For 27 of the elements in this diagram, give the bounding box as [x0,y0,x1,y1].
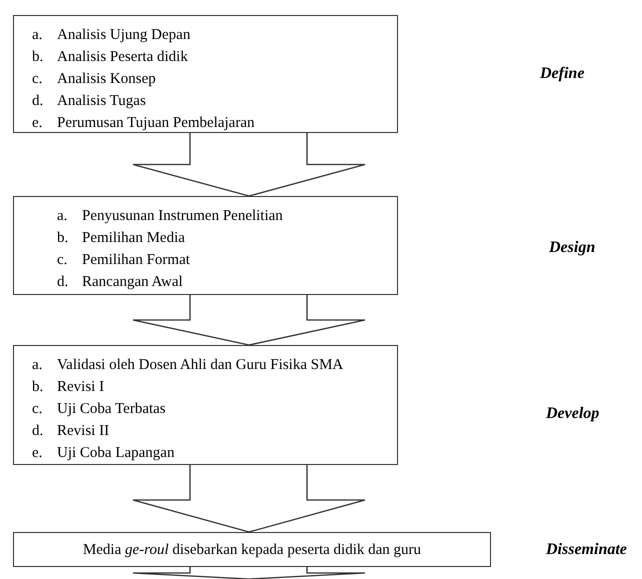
list-item: a. Validasi oleh Dosen Ahli dan Guru Fisika SMA [32,356,344,375]
phase-label: Define [540,64,584,84]
list-item: b. Revisi I [32,378,106,397]
block-arrow [132,294,366,346]
process-box [13,532,491,567]
block-arrow [132,464,366,533]
list-item: c. Pemilihan Format [57,251,191,270]
process-box [13,196,398,295]
list-item: a. Analisis Ujung Depan [32,26,192,45]
list-item: b. Analisis Peserta didik [32,48,189,67]
list-item: c. Analisis Konsep [32,70,157,89]
phase-label: Disseminate [546,540,627,560]
phase-label: Develop [546,404,600,424]
step-text: Media ge-roul disebarkan kepada peserta didik dan guru [82,540,422,560]
process-box [13,345,398,465]
list-item: c. Uji Coba Terbatas [32,400,167,419]
list-item: d. Rancangan Awal [57,273,184,292]
phase-label: Design [549,238,596,258]
block-arrow [132,132,366,197]
process-box [13,15,398,133]
list-item: d. Analisis Tugas [32,92,147,111]
list-item: e. Perumusan Tujuan Pembelajaran [32,114,256,133]
list-item: e. Uji Coba Lapangan [32,444,176,463]
list-item: d. Revisi II [32,422,110,441]
block-arrow [132,566,366,579]
list-item: a. Penyusunan Instrumen Penelitian [57,207,284,226]
list-item: b. Pemilihan Media [57,229,186,248]
